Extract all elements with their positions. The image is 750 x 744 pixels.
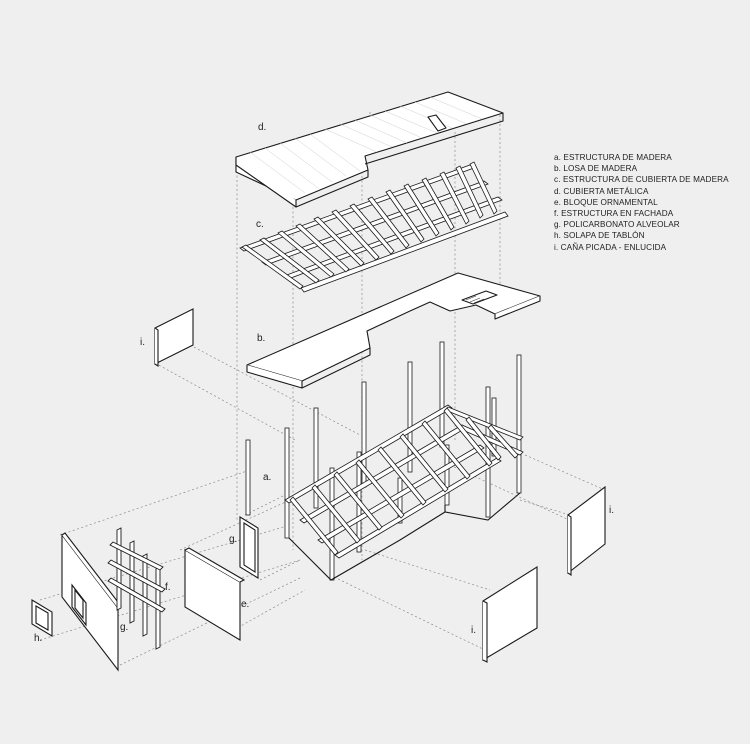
legend-item-g: g. POLICARBONATO ALVEOLAR xyxy=(554,220,680,230)
tag-i-right: i. xyxy=(609,505,614,516)
roof-structure-grid xyxy=(239,161,509,293)
tag-g-left: g. xyxy=(120,622,129,633)
legend-item-a: a. ESTRUCTURA DE MADERA xyxy=(554,153,672,162)
floor-joists xyxy=(289,407,519,556)
tag-i-bottom: i. xyxy=(471,625,476,636)
panel-i-right xyxy=(567,485,606,577)
tag-b: b. xyxy=(257,333,266,344)
polycarbonate-panel xyxy=(239,516,259,579)
facade-polycarbonate-panel xyxy=(61,532,122,672)
floor-beams xyxy=(284,404,524,559)
timber-structure xyxy=(245,341,524,581)
plank-flap xyxy=(31,599,53,637)
tag-a: a. xyxy=(263,472,272,483)
legend-item-h: h. SOLAPA DE TABLÓN xyxy=(554,231,645,241)
panel-i-top xyxy=(154,308,194,368)
tag-g-mid: g. xyxy=(229,534,238,545)
roof-joists xyxy=(241,161,498,290)
tag-d: d. xyxy=(258,122,267,133)
ground-frame xyxy=(288,492,521,581)
skylight-icon xyxy=(427,114,447,132)
tag-h: h. xyxy=(34,633,43,644)
legend-item-b: b. LOSA DE MADERA xyxy=(554,164,638,174)
panel-i-bottom xyxy=(482,566,538,663)
wooden-slab xyxy=(246,272,541,389)
facade-structure-grid xyxy=(107,527,166,650)
roof-ribs xyxy=(249,96,483,194)
legend-item-f: f. ESTRUCTURA EN FACHADA xyxy=(554,209,674,219)
legend-item-d: d. CUBIERTA METÁLICA xyxy=(554,186,649,196)
stair-opening-icon xyxy=(461,290,498,305)
tag-i-top: i. xyxy=(140,337,145,348)
legend-item-i: i. CAÑA PICADA - ENLUCIDA xyxy=(554,242,667,252)
legend-list: a. ESTRUCTURA DE MADERA b. LOSA DE MADER… xyxy=(554,152,729,253)
tag-c: c. xyxy=(256,219,264,230)
roof-metal-sheet xyxy=(235,91,504,208)
tag-e: e. xyxy=(241,599,250,610)
legend-item-e: e. BLOQUE ORNAMENTAL xyxy=(554,197,658,207)
legend-item-c: c. ESTRUCTURA DE CUBIERTA DE MADERA xyxy=(554,175,729,185)
tag-f: f. xyxy=(165,582,171,593)
ornamental-block-panel xyxy=(184,547,246,641)
